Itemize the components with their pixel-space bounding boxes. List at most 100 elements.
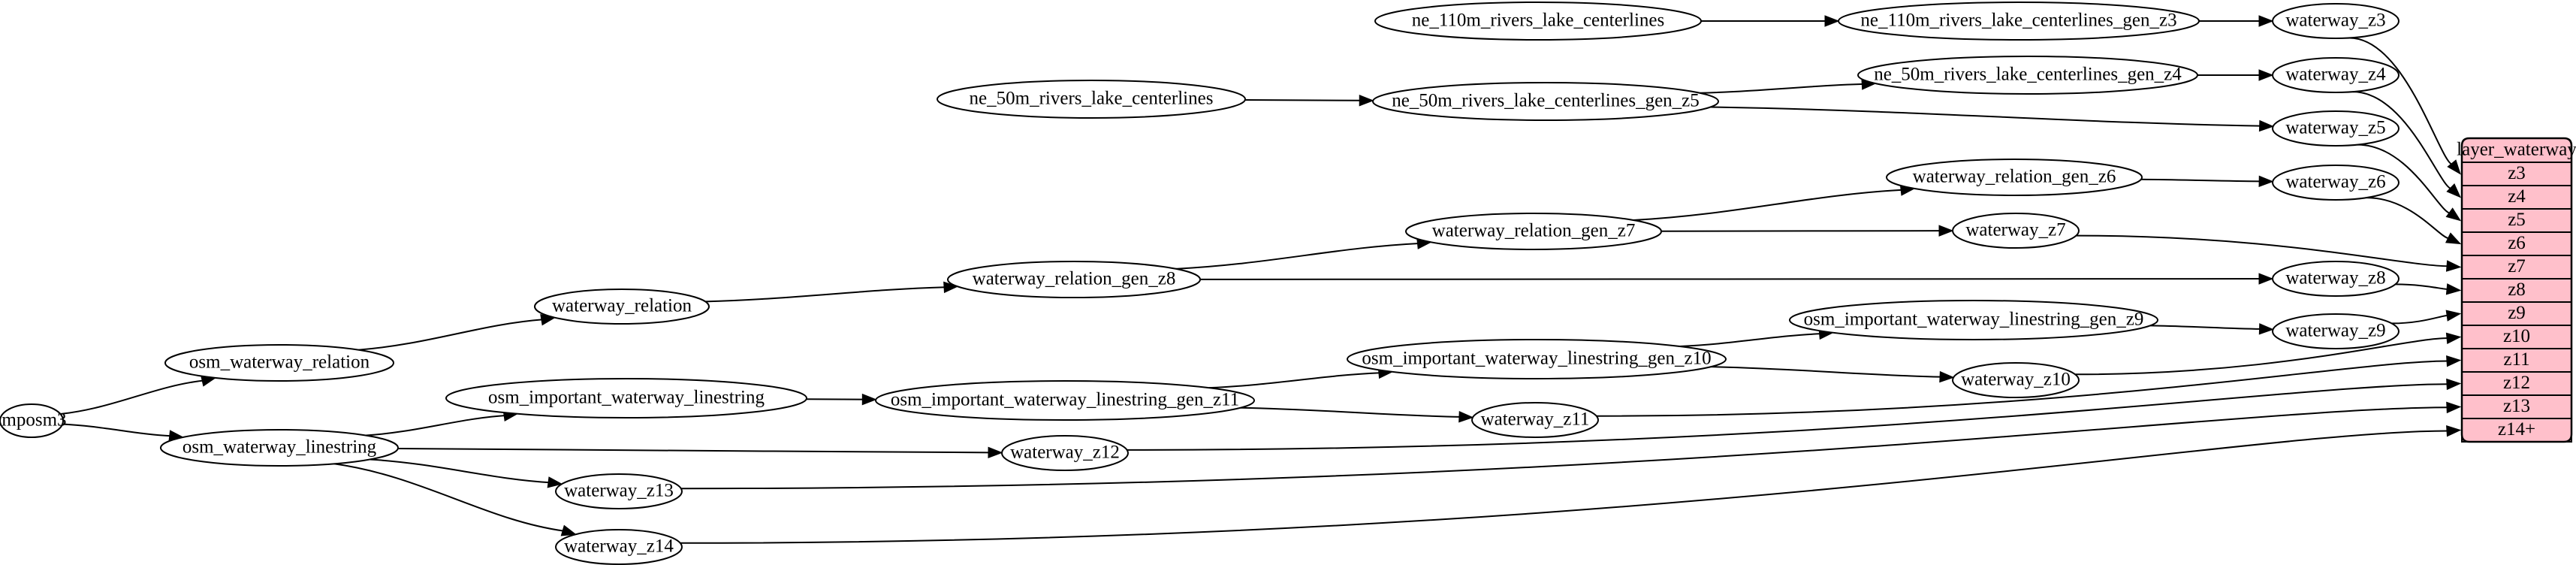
node-ellipse bbox=[0, 403, 64, 438]
graph-node-osm_important_waterway_linestring[interactable]: osm_important_waterway_linestring bbox=[445, 378, 807, 418]
graph-node-waterway_relation_gen_z6[interactable]: waterway_relation_gen_z6 bbox=[1886, 159, 2143, 196]
table-title: layer_waterway bbox=[2457, 137, 2576, 163]
graph-node-ne_110m_rivers_lake_centerlines[interactable]: ne_110m_rivers_lake_centerlines bbox=[1374, 2, 1702, 41]
node-ellipse bbox=[1952, 213, 2080, 249]
node-ellipse bbox=[1886, 159, 2143, 196]
graph-edge bbox=[806, 393, 877, 406]
table-row-z10[interactable]: z10 bbox=[2461, 325, 2572, 349]
table-row-z11[interactable]: z11 bbox=[2461, 348, 2572, 373]
graph-edge bbox=[366, 409, 519, 437]
graph-node-waterway_relation_gen_z8[interactable]: waterway_relation_gen_z8 bbox=[947, 261, 1201, 298]
node-label: waterway_relation_gen_z6 bbox=[1913, 167, 2116, 187]
table-row-z9[interactable]: z9 bbox=[2461, 301, 2572, 326]
graph-edge bbox=[358, 314, 557, 351]
node-ellipse bbox=[1372, 82, 1719, 121]
table-row-z12[interactable]: z12 bbox=[2461, 371, 2572, 396]
graph-node-osm_important_waterway_linestring_gen_z9[interactable]: osm_important_waterway_linestring_gen_z9 bbox=[1789, 300, 2158, 340]
node-label: waterway_z7 bbox=[1965, 220, 2065, 240]
graph-edge bbox=[2075, 332, 2462, 376]
node-label: waterway_z11 bbox=[1481, 409, 1590, 430]
node-label: waterway_z13 bbox=[564, 481, 674, 501]
graph-edge bbox=[1700, 78, 1877, 94]
table-row-z3[interactable]: z3 bbox=[2461, 162, 2572, 186]
graph-edge bbox=[2076, 234, 2462, 272]
table-row-label: z10 bbox=[2503, 326, 2530, 346]
graph-node-waterway_z4[interactable]: waterway_z4 bbox=[2272, 57, 2400, 93]
graph-node-ne_50m_rivers_lake_centerlines[interactable]: ne_50m_rivers_lake_centerlines bbox=[937, 80, 1246, 119]
graph-node-osm_important_waterway_linestring_gen_z10[interactable]: osm_important_waterway_linestring_gen_z1… bbox=[1347, 339, 1727, 379]
graph-node-waterway_z13[interactable]: waterway_z13 bbox=[555, 473, 683, 509]
graph-edge bbox=[1244, 95, 1374, 107]
graph-edge bbox=[62, 423, 185, 442]
node-label: ne_110m_rivers_lake_centerlines bbox=[1412, 11, 1664, 31]
node-label: ne_50m_rivers_lake_centerlines_gen_z4 bbox=[1874, 65, 2182, 85]
table-row-z13[interactable]: z13 bbox=[2461, 394, 2572, 419]
table-row-label: z12 bbox=[2503, 373, 2530, 393]
graph-edge bbox=[705, 281, 959, 303]
node-ellipse bbox=[555, 529, 683, 565]
table-row-cell bbox=[2461, 278, 2572, 303]
node-ellipse bbox=[164, 344, 394, 382]
table-row-z8[interactable]: z8 bbox=[2461, 278, 2572, 303]
node-label: waterway_relation_gen_z8 bbox=[973, 269, 1176, 289]
node-ellipse bbox=[1952, 362, 2080, 398]
node-ellipse bbox=[937, 80, 1246, 119]
graph-node-ne_110m_rivers_lake_centerlines_gen_z3[interactable]: ne_110m_rivers_lake_centerlines_gen_z3 bbox=[1838, 2, 2200, 41]
edges-layer bbox=[60, 15, 2462, 544]
graph-edge bbox=[1127, 378, 2462, 451]
node-label: waterway_z9 bbox=[2285, 321, 2385, 341]
table-row-label: z14+ bbox=[2498, 419, 2535, 440]
node-label: osm_important_waterway_linestring_gen_z1… bbox=[1362, 349, 1711, 369]
node-label: waterway_z4 bbox=[2285, 65, 2386, 85]
table-row-label: z8 bbox=[2508, 279, 2526, 300]
graph-node-waterway_z14[interactable]: waterway_z14 bbox=[555, 529, 683, 565]
node-ellipse bbox=[2272, 313, 2400, 349]
table-bottom-cap: z14+ bbox=[2461, 418, 2572, 443]
graph-edge bbox=[1596, 355, 2462, 417]
graph-node-waterway_z3[interactable]: waterway_z3 bbox=[2272, 3, 2400, 39]
graph-edge bbox=[2140, 175, 2274, 188]
node-ellipse bbox=[1405, 213, 1662, 250]
graph-edge bbox=[680, 425, 2462, 544]
node-label: ne_50m_rivers_lake_centerlines_gen_z5 bbox=[1392, 91, 1700, 111]
table-row-z4[interactable]: z4 bbox=[2461, 185, 2572, 210]
table-row-z5[interactable]: z5 bbox=[2461, 208, 2572, 233]
node-ellipse bbox=[875, 380, 1255, 421]
graph-edge bbox=[1199, 273, 2274, 285]
graph-node-waterway_z8[interactable]: waterway_z8 bbox=[2272, 261, 2400, 297]
graph-node-waterway_z5[interactable]: waterway_z5 bbox=[2272, 110, 2400, 147]
node-label: osm_important_waterway_linestring_gen_z1… bbox=[891, 390, 1239, 410]
graph-node-ne_50m_rivers_lake_centerlines_gen_z5[interactable]: ne_50m_rivers_lake_centerlines_gen_z5 bbox=[1372, 82, 1719, 121]
table-row-label: z9 bbox=[2508, 303, 2526, 323]
graph-node-osm_important_waterway_linestring_gen_z11[interactable]: osm_important_waterway_linestring_gen_z1… bbox=[875, 380, 1255, 421]
node-label: ne_50m_rivers_lake_centerlines bbox=[970, 89, 1214, 109]
graph-edge bbox=[2349, 37, 2461, 175]
node-ellipse bbox=[160, 429, 399, 467]
table-row-z7[interactable]: z7 bbox=[2461, 255, 2572, 279]
node-label: osm_waterway_linestring bbox=[182, 437, 377, 458]
graph-node-waterway_z9[interactable]: waterway_z9 bbox=[2272, 313, 2400, 349]
node-ellipse bbox=[2272, 165, 2400, 201]
graph-edge bbox=[2352, 91, 2461, 198]
graph-node-waterway_relation_gen_z7[interactable]: waterway_relation_gen_z7 bbox=[1405, 213, 1662, 250]
graph-node-ne_50m_rivers_lake_centerlines_gen_z4[interactable]: ne_50m_rivers_lake_centerlines_gen_z4 bbox=[1857, 56, 2198, 95]
node-label: waterway_z5 bbox=[2285, 118, 2385, 138]
graph-node-waterway_z12[interactable]: waterway_z12 bbox=[1001, 435, 1129, 471]
graph-node-waterway_z11[interactable]: waterway_z11 bbox=[1471, 402, 1599, 438]
table-row-z6[interactable]: z6 bbox=[2461, 231, 2572, 256]
graph-node-waterway_z10[interactable]: waterway_z10 bbox=[1952, 362, 2080, 398]
graph-node-waterway_z7[interactable]: waterway_z7 bbox=[1952, 213, 2080, 249]
node-label: waterway_z12 bbox=[1010, 443, 1120, 463]
table-row-cell bbox=[2461, 371, 2572, 396]
node-label: osm_important_waterway_linestring bbox=[488, 388, 765, 408]
graph-node-imposm3[interactable]: imposm3 bbox=[0, 403, 67, 438]
graph-node-osm_waterway_relation[interactable]: osm_waterway_relation bbox=[164, 344, 394, 382]
node-ellipse bbox=[2272, 57, 2400, 93]
table-row-label: z13 bbox=[2503, 396, 2530, 416]
graph-node-waterway_z6[interactable]: waterway_z6 bbox=[2272, 165, 2400, 201]
table-row-label: z6 bbox=[2508, 233, 2526, 253]
graph-node-waterway_relation[interactable]: waterway_relation bbox=[534, 289, 710, 325]
node-ellipse bbox=[555, 473, 683, 509]
graph-node-osm_waterway_linestring[interactable]: osm_waterway_linestring bbox=[160, 429, 399, 467]
